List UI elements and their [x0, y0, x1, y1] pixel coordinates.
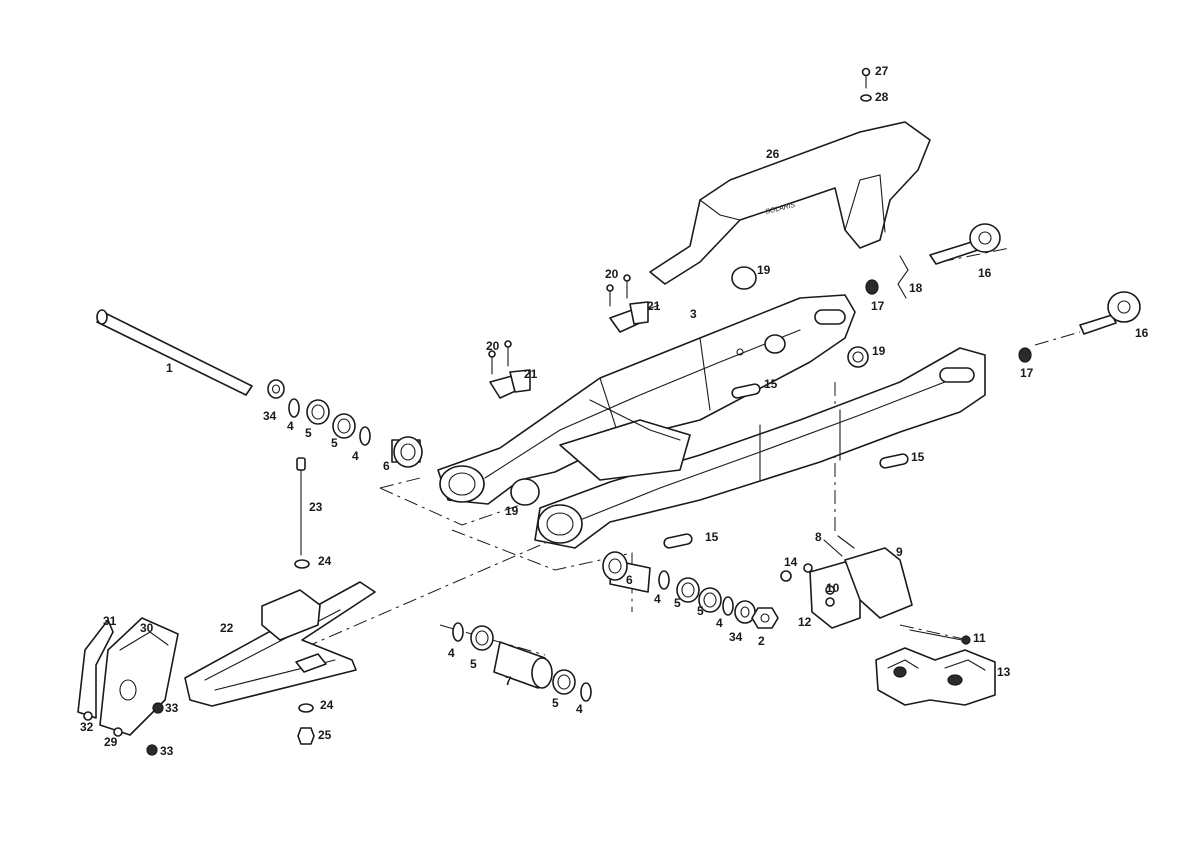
callout-6-1: 6: [383, 459, 390, 473]
callout-16-2: 16: [1135, 326, 1149, 340]
callout-5-1: 5: [305, 426, 312, 440]
part-9-12-chain-guide-mount: [780, 535, 971, 645]
callout-18: 18: [909, 281, 923, 295]
part-26-chain-guard: SOLARIS: [649, 121, 931, 285]
callout-15-3: 15: [705, 530, 719, 544]
callout-28: 28: [875, 90, 889, 104]
callout-4-2: 4: [352, 449, 359, 463]
callout-10: 10: [826, 581, 840, 595]
callout-15-2: 15: [911, 450, 925, 464]
part-22-chain-slider: [184, 581, 376, 707]
callout-33-2: 33: [160, 744, 174, 758]
callout-1: 1: [166, 361, 173, 375]
callout-30: 30: [140, 621, 154, 635]
callout-4-4: 4: [716, 616, 723, 630]
callout-26: 26: [766, 147, 780, 161]
callout-13: 13: [997, 665, 1011, 679]
callout-24-1: 24: [318, 554, 332, 568]
callout-14: 14: [784, 555, 798, 569]
callout-3: 3: [690, 307, 697, 321]
callout-27: 27: [875, 64, 889, 78]
callout-31: 31: [103, 614, 117, 628]
part-3-swingarm: [437, 294, 986, 549]
part-7-link-spacer: [452, 622, 592, 702]
part-29-33-slider-plates: [77, 617, 179, 756]
callout-11: 11: [973, 631, 986, 645]
callout-2: 2: [758, 634, 765, 648]
part-27-28-screw: [860, 67, 872, 102]
callout-20-2: 20: [486, 339, 500, 353]
upper-bearing-stack: [288, 398, 423, 468]
callout-20-1: 20: [605, 267, 619, 281]
lower-bearing-stack: [602, 551, 779, 629]
callout-19-1: 19: [757, 263, 771, 277]
part-23-25-fasteners: [294, 457, 315, 745]
callout-5-3: 5: [674, 596, 681, 610]
callout-32: 32: [80, 720, 94, 734]
callout-34-1: 34: [263, 409, 277, 423]
part-17-18-nuts: [865, 255, 1032, 363]
callout-24-2: 24: [320, 698, 334, 712]
part-16-adjusters: [929, 223, 1141, 335]
part-13-chain-guide: [875, 647, 996, 706]
callout-22: 22: [220, 621, 234, 635]
callout-34-2: 34: [729, 630, 743, 644]
callout-12: 12: [798, 615, 812, 629]
callout-5-4: 5: [697, 604, 704, 618]
callout-4-1: 4: [287, 419, 294, 433]
part-15-pads: [663, 383, 909, 549]
part-1-pivot-axle: [96, 309, 285, 399]
part-19-caps: [731, 266, 869, 368]
callout-17-2: 17: [1020, 366, 1034, 380]
callout-9: 9: [896, 545, 903, 559]
callout-4-5: 4: [448, 646, 455, 660]
callout-15-1: 15: [764, 377, 778, 391]
callout-21-1: 21: [647, 299, 661, 313]
callout-16-1: 16: [978, 266, 992, 280]
callout-17-1: 17: [871, 299, 885, 313]
callout-4-3: 4: [654, 592, 661, 606]
callout-33-1: 33: [165, 701, 179, 715]
callout-5-5: 5: [470, 657, 477, 671]
callout-19-2: 19: [872, 344, 886, 358]
callout-29: 29: [104, 735, 118, 749]
part-20-21-clamps: [488, 274, 649, 399]
callout-23: 23: [309, 500, 323, 514]
callout-25: 25: [318, 728, 332, 742]
callout-19-3: 19: [505, 504, 519, 518]
callout-6-2: 6: [626, 573, 633, 587]
callout-21-2: 21: [524, 367, 538, 381]
callout-7: 7: [505, 674, 512, 688]
callout-5-6: 5: [552, 696, 559, 710]
callout-4-6: 4: [576, 702, 583, 716]
callout-labels: 1234444445555556678910111213141515151616…: [80, 64, 1149, 758]
callout-8: 8: [815, 530, 822, 544]
callout-5-2: 5: [331, 436, 338, 450]
